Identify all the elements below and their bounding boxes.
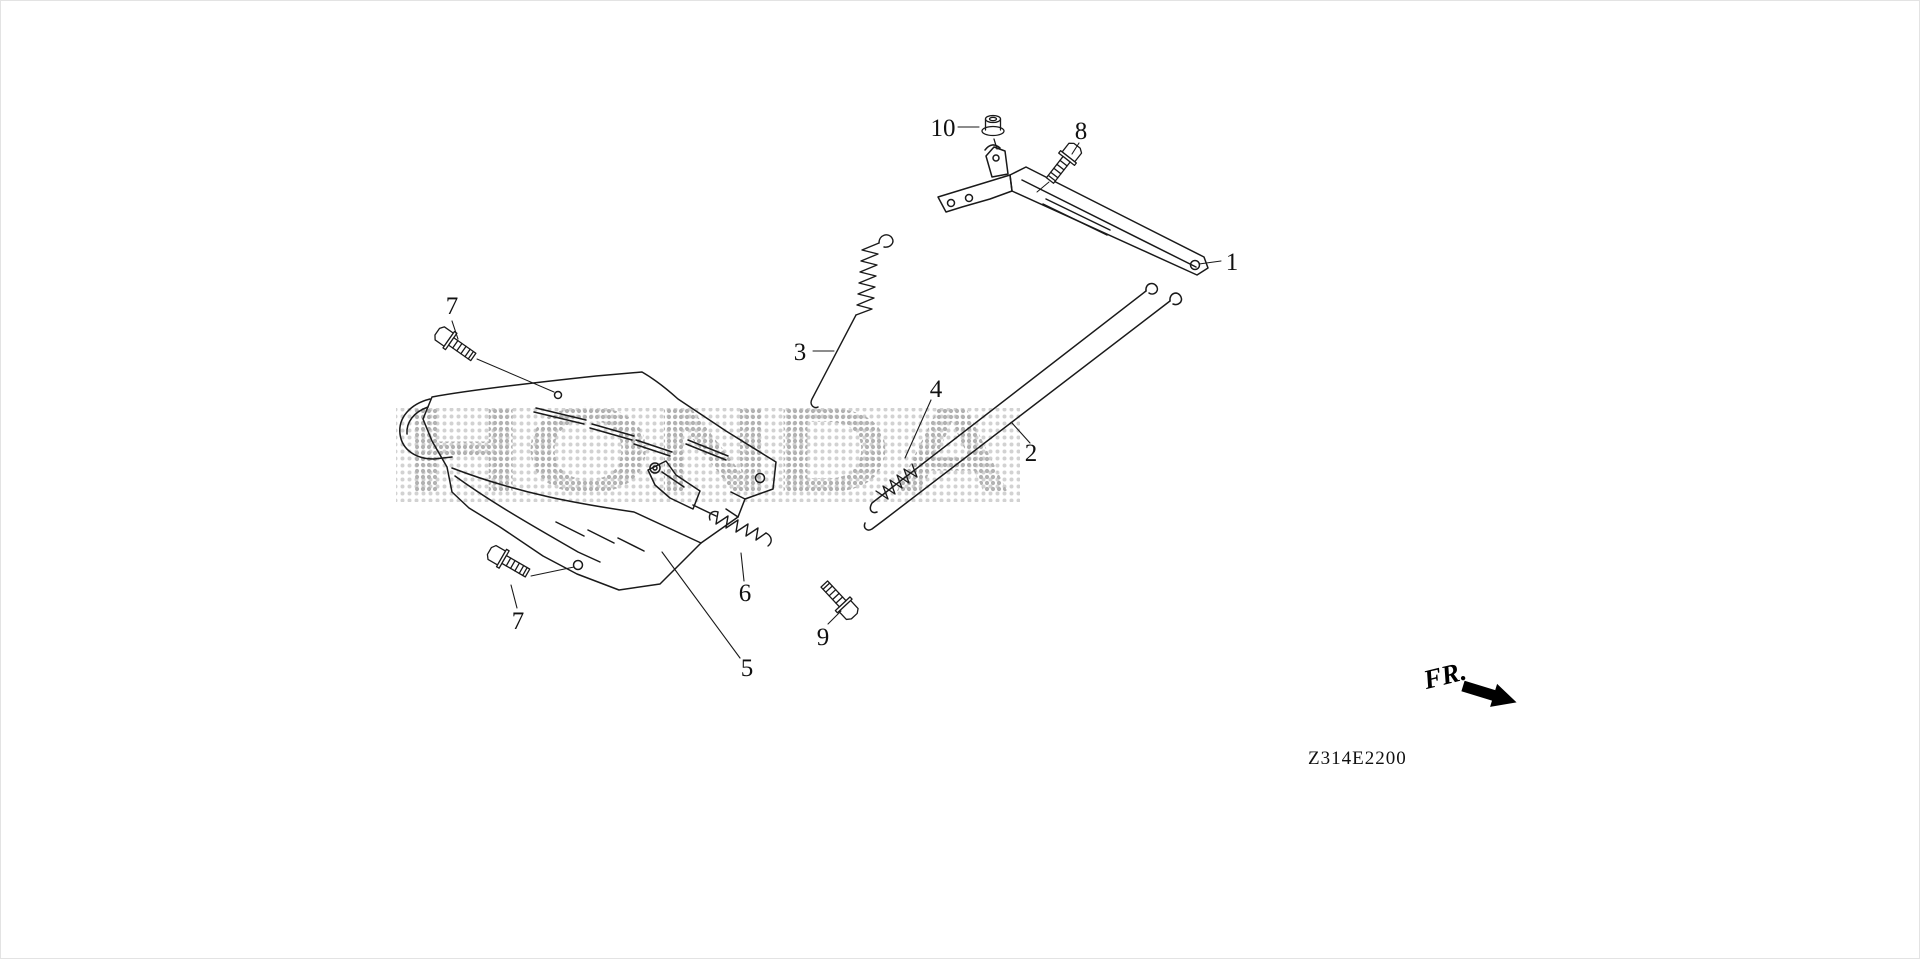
callout-8: 8 (1075, 118, 1088, 145)
nut-hole (988, 116, 998, 122)
part-3-return-spring (810, 234, 894, 409)
plate-slot-2 (589, 423, 635, 441)
fasteners (430, 114, 1086, 624)
plate-left-skirt-line (454, 475, 601, 563)
callout-1-leader (1198, 260, 1222, 265)
plate-slot-4 (685, 439, 729, 461)
callout-3: 3 (794, 339, 807, 366)
part-6-coil-spring (708, 510, 772, 547)
fr-arrow-icon (1461, 680, 1517, 707)
lever-end-hole (1189, 259, 1201, 271)
plate-slot-3 (633, 439, 673, 457)
callout-1: 1 (1226, 249, 1239, 276)
callout-7-top: 7 (446, 293, 459, 320)
plate-spring-bracket (647, 460, 701, 510)
nut-body-sides (984, 118, 1002, 131)
lever-bracket-hole-1 (946, 198, 956, 208)
callout-5-leader (661, 551, 741, 659)
orientation-marker: FR. (1419, 656, 1517, 707)
plate-wall-fold-line (451, 467, 702, 544)
callout-9-leader (827, 610, 842, 625)
watermark-halftone-band (396, 408, 1020, 502)
nut-flange (981, 125, 1005, 137)
callout-5: 5 (741, 655, 754, 682)
callouts: 1 2 3 4 5 6 7 7 8 9 10 (446, 115, 1239, 682)
plate-hole-center (649, 462, 661, 474)
plate-louvers (555, 521, 645, 552)
diagram-code: Z314E2200 (1308, 748, 1407, 769)
plate-outline (422, 371, 777, 591)
assembly-line-bolt7-bottom (530, 566, 575, 577)
callout-4-leader (904, 399, 932, 459)
plate-spring-anchor-line (692, 504, 717, 517)
plate-right-step-lines (725, 491, 746, 518)
fr-label: FR. (1419, 656, 1469, 696)
assembly-line-bolt7-top (476, 358, 555, 393)
lever-stud-hole (992, 154, 1000, 162)
rod4-line (869, 290, 1147, 514)
part-2-control-rod (863, 292, 1183, 531)
lever-bracket-hole-2 (964, 193, 974, 203)
lever-stud-tab (985, 146, 1009, 178)
callout-6-leader (740, 552, 745, 582)
spring6-coil (715, 511, 767, 541)
nut-stud-line (993, 138, 998, 150)
part-4-rod-with-spring (869, 282, 1159, 514)
callout-7-bottom-leader (510, 584, 518, 609)
lever-arm-inner-line (1021, 179, 1197, 268)
callout-9: 9 (817, 624, 830, 651)
bolt-9 (816, 576, 863, 624)
callout-10: 10 (931, 115, 956, 142)
rod4-coil-spring (875, 463, 918, 500)
spring3-tail (810, 314, 857, 409)
callout-leaders (451, 126, 1222, 659)
lever-arm-slot (1042, 198, 1111, 236)
part-5-cover-plate (399, 371, 777, 591)
plate-hole-lower-left (572, 559, 584, 571)
spring6-end-hook (765, 532, 772, 547)
assembly-line-bolt8 (1036, 181, 1050, 193)
bolt-7-bottom (483, 541, 534, 583)
callout-6: 6 (739, 580, 752, 607)
lever-washer-clip (984, 144, 1001, 151)
spring3-top-hook (878, 234, 894, 248)
plate-spring-bracket-slot (661, 471, 685, 488)
plate-hole-upper-left (553, 390, 563, 400)
bolt-8 (1041, 139, 1086, 188)
nut-top (984, 114, 1002, 124)
rod2-top-hook (1169, 292, 1183, 306)
callout-2-leader (1011, 422, 1031, 444)
spring6-start-hook (708, 510, 719, 521)
part-1-lever-arm (937, 144, 1209, 276)
rod2-line (863, 300, 1171, 531)
nut-10 (981, 114, 1005, 150)
callout-2: 2 (1025, 440, 1038, 467)
plate-slot-1 (533, 407, 587, 425)
callout-7-top-leader (451, 320, 459, 340)
lever-bracket (937, 174, 1013, 213)
assembly-lines (476, 181, 1050, 577)
plate-left-tab (399, 398, 453, 460)
callout-7-bottom: 7 (512, 608, 525, 635)
plate-left-tab-inner (406, 406, 429, 435)
honda-watermark: HONDA (396, 382, 1020, 518)
watermark-text: HONDA (404, 382, 1012, 518)
callout-4: 4 (930, 376, 943, 403)
callout-8-leader (1071, 142, 1080, 155)
rod4-top-hook (1145, 282, 1159, 295)
spring3-coil (855, 242, 880, 316)
plate-hole-right (754, 472, 766, 484)
